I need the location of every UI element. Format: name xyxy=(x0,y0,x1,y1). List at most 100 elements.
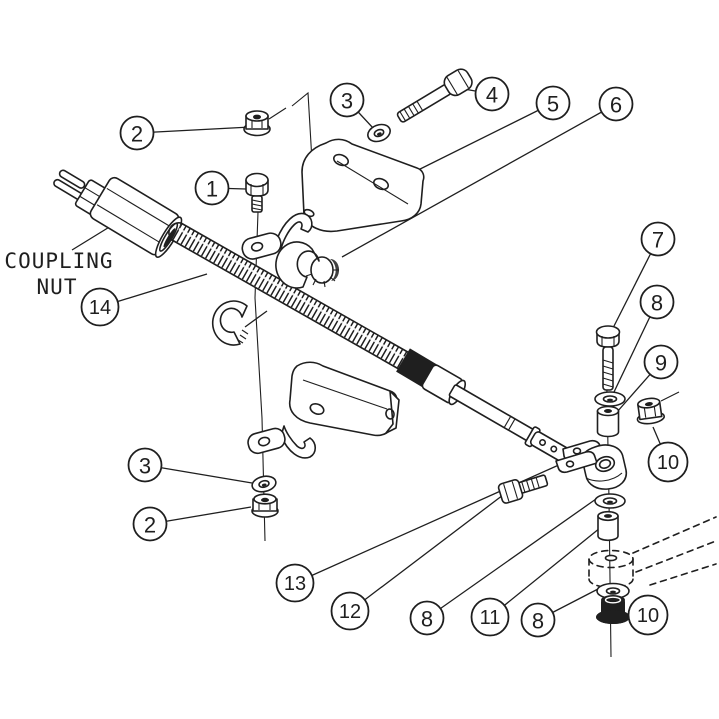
nut-axis-dash xyxy=(268,107,287,120)
leader-line-11 xyxy=(489,527,601,618)
inner-rod xyxy=(448,384,539,444)
callout-circle-4 xyxy=(474,76,510,112)
nut-2-bottom xyxy=(251,493,279,518)
callout-circle-9 xyxy=(643,344,679,380)
washer-3-top xyxy=(367,123,391,143)
callout-number-6: 6 xyxy=(610,93,622,118)
callout-number-13: 13 xyxy=(284,573,306,595)
callout-2-bottom: 2 xyxy=(132,506,168,542)
coupling-nut-label-line2: NUT xyxy=(37,275,78,299)
callout-2-top: 2 xyxy=(119,115,155,151)
callout-number-4: 4 xyxy=(486,83,498,108)
washer-8-upper xyxy=(594,391,626,407)
callout-8-right: 8 xyxy=(639,284,675,320)
callout-4: 4 xyxy=(474,76,510,112)
callout-circle-13 xyxy=(275,563,315,603)
callout-circle-3-bottom xyxy=(127,447,163,483)
spacer-9 xyxy=(596,405,620,438)
cable-core-wires xyxy=(53,169,86,202)
tiller-arm-hole xyxy=(604,554,618,562)
callout-10-right: 10 xyxy=(647,441,689,483)
callout-8-bottom1: 8 xyxy=(409,600,445,636)
callout-circle-5 xyxy=(535,85,571,121)
bushing-half-upper xyxy=(275,241,340,289)
leader-line-12 xyxy=(349,491,508,612)
callout-number-5: 5 xyxy=(547,92,559,117)
callouts-layer: 2 3 4 5 6 1 14 7 8 9 10 3 2 13 12 8 11 8 10 xyxy=(80,76,689,638)
spacer-11 xyxy=(597,510,619,542)
callout-3-top: 3 xyxy=(329,82,365,118)
callout-1: 1 xyxy=(194,170,230,206)
label-leader-line xyxy=(71,225,112,251)
flange-nut-10-lower xyxy=(596,595,630,624)
nut-10-tick xyxy=(660,391,680,402)
callout-number-9: 9 xyxy=(655,351,667,376)
callout-circle-6 xyxy=(598,86,634,122)
coupling-nut-label-line1: COUPLING xyxy=(4,249,113,273)
callout-circle-2-top xyxy=(119,115,155,151)
rod-end-fitting xyxy=(524,426,571,463)
callout-number-2-bottom: 2 xyxy=(144,513,156,538)
callout-circle-10-right xyxy=(647,441,689,483)
callout-circle-11 xyxy=(470,597,510,637)
washer-3-bottom xyxy=(251,475,277,493)
callout-circle-8-bottom2 xyxy=(520,602,556,638)
callout-number-10-right: 10 xyxy=(657,452,679,474)
callout-9: 9 xyxy=(643,344,679,380)
callout-circle-1 xyxy=(194,170,230,206)
callout-13: 13 xyxy=(275,563,315,603)
cable-assembly xyxy=(53,169,571,463)
callout-number-3-bottom: 3 xyxy=(139,454,151,479)
callout-number-14: 14 xyxy=(89,297,111,319)
bolt-4 xyxy=(396,68,473,123)
callout-circle-8-right xyxy=(639,284,675,320)
bolt-1 xyxy=(245,172,269,213)
callout-number-2-top: 2 xyxy=(131,122,143,147)
mounting-bracket-lower xyxy=(288,361,400,437)
coupling-nut xyxy=(89,176,183,258)
callout-7: 7 xyxy=(640,221,676,257)
callout-10-bottom: 10 xyxy=(627,594,669,636)
callout-number-8-right: 8 xyxy=(651,291,663,316)
callout-circle-8-bottom1 xyxy=(409,600,445,636)
callout-number-3-top: 3 xyxy=(341,89,353,114)
coupling-nut-label: COUPLING NUT xyxy=(4,249,113,299)
clamp-strap-lower xyxy=(247,425,317,459)
leader-line-2-top xyxy=(136,126,252,134)
leader-line-5 xyxy=(395,102,554,182)
leader-line-3-bottom xyxy=(144,464,253,484)
callout-number-7: 7 xyxy=(652,228,664,253)
clamp-strap-upper xyxy=(241,212,313,260)
callout-11: 11 xyxy=(470,597,510,637)
callout-number-8-bottom1: 8 xyxy=(421,607,433,632)
callout-circle-2-bottom xyxy=(132,506,168,542)
callout-3-bottom: 3 xyxy=(127,447,163,483)
callout-number-11: 11 xyxy=(480,607,501,629)
leader-line-6 xyxy=(244,310,268,328)
phantom-panel-corner xyxy=(291,91,314,179)
bolt-7 xyxy=(595,325,621,391)
mounting-bracket-upper xyxy=(301,138,425,233)
callout-5: 5 xyxy=(535,85,571,121)
bolt-12 xyxy=(497,474,549,504)
callout-circle-3-top xyxy=(329,82,365,118)
callout-6: 6 xyxy=(598,86,634,122)
cable-jacket xyxy=(168,221,414,373)
leader-line-8-bottom1 xyxy=(426,498,597,619)
flange-nut-2-top xyxy=(243,110,271,137)
callout-number-8-bottom2: 8 xyxy=(532,609,544,634)
callout-number-1: 1 xyxy=(206,177,218,202)
flange-nut-10-upper xyxy=(636,397,666,425)
tiller-arm-phantom xyxy=(588,516,717,589)
bushing-half-lower xyxy=(211,300,249,346)
callout-number-12: 12 xyxy=(339,601,361,623)
callout-circle-14 xyxy=(80,287,120,327)
leader-line-6 xyxy=(341,103,617,258)
callout-14: 14 xyxy=(80,287,120,327)
callout-8-bottom2: 8 xyxy=(520,602,556,638)
callout-circle-10-bottom xyxy=(627,594,669,636)
callout-circle-12 xyxy=(330,591,370,631)
washer-8-middle xyxy=(594,493,626,509)
